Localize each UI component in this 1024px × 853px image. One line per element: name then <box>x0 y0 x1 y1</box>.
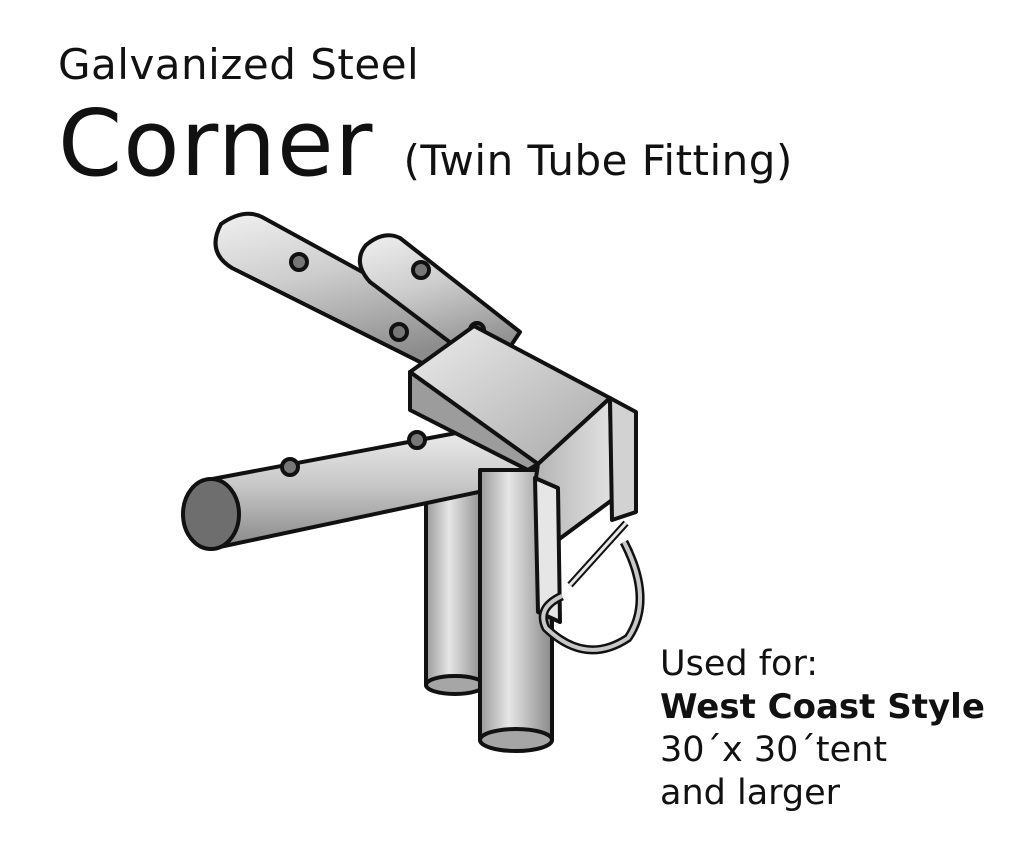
front-horizontal-tube <box>181 419 537 551</box>
usage-style: West Coast Style <box>660 687 985 727</box>
usage-info: Used for: West Coast Style 30´x 30´tent … <box>660 643 985 815</box>
locking-pin <box>538 520 645 655</box>
title-row: Corner (Twin Tube Fitting) <box>58 98 793 190</box>
usage-extra: and larger <box>660 773 841 813</box>
rear-vertical-leg <box>424 468 486 696</box>
usage-size: 30´x 30´tent <box>660 730 888 770</box>
subtitle: Galvanized Steel <box>58 40 420 89</box>
page-title: Corner <box>58 90 374 197</box>
corner-sleeve <box>408 324 638 624</box>
title-note: (Twin Tube Fitting) <box>403 136 793 185</box>
usage-label: Used for: <box>660 644 819 684</box>
